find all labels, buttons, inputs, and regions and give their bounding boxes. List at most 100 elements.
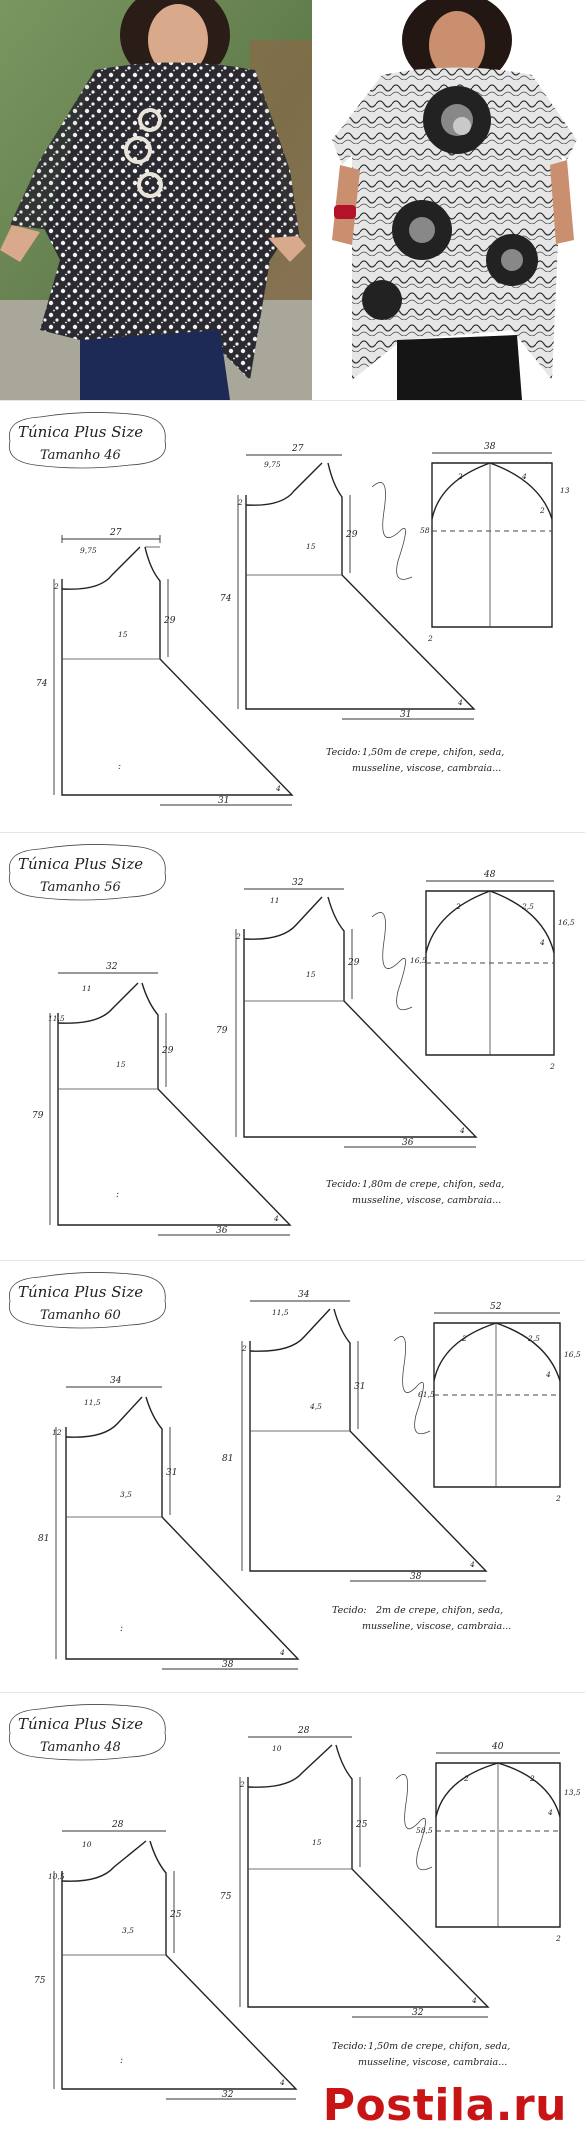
front-armhole: 15 — [116, 1060, 126, 1069]
sleeve-mark-2: 2 — [529, 1774, 535, 1783]
front-fold: : — [116, 1190, 119, 1200]
back-corner: 4 — [471, 1996, 477, 2005]
pattern-panel-48: Túnica Plus Size Tamanho 48 28 10 10,5 3… — [0, 1692, 585, 2138]
panel-size: Tamanho 46 — [40, 448, 121, 463]
front-corner: 4 — [279, 2078, 285, 2087]
fabric-line-1: 1,80m de crepe, chifon, seda, — [362, 1179, 504, 1190]
signature — [395, 1774, 433, 1871]
fabric-line-2: musseline, viscose, cambraia... — [362, 1621, 511, 1632]
pattern-diagram: Túnica Plus Size Tamanho 46 27 9,75 2 15… — [8, 412, 570, 806]
signature — [393, 1336, 431, 1435]
fabric-line-1: 1,50m de crepe, chifon, seda, — [362, 747, 504, 758]
front-armhole: 3,5 — [122, 1926, 134, 1935]
front-piece: 34 11,5 12 3,5 31 81 38 4 : — [38, 1376, 300, 1670]
back-length: 81 — [222, 1454, 233, 1464]
front-shoulder: 12 — [52, 1428, 62, 1437]
sleeve-piece: 40 13,5 58,5 2 2 2 4 — [416, 1742, 581, 1943]
front-corner: 4 — [273, 1214, 279, 1223]
pattern-panel-56: Túnica Plus Size Tamanho 56 32 11 11,5 1… — [0, 832, 585, 1261]
fabric-label: Tecido: — [326, 747, 361, 758]
front-side: 31 — [166, 1468, 177, 1478]
front-length: 79 — [32, 1111, 44, 1121]
front-width: 28 — [111, 1820, 124, 1830]
back-length: 75 — [220, 1892, 232, 1902]
sleeve-piece: 38 13 58 2 2 4 2 — [420, 442, 570, 643]
back-hem: 38 — [410, 1572, 422, 1582]
sleeve-edge: 2 — [427, 634, 433, 643]
front-side: 25 — [169, 1910, 182, 1920]
sleeve-width: 48 — [483, 870, 496, 880]
sleeve-edge: 2 — [549, 1062, 555, 1071]
photo-left — [0, 0, 312, 400]
sleeve-width: 38 — [484, 442, 496, 452]
front-neck: 11,5 — [84, 1398, 101, 1407]
front-hem: 32 — [222, 2090, 234, 2100]
front-fold: : — [118, 762, 121, 772]
pattern-diagram: Túnica Plus Size Tamanho 56 32 11 11,5 1… — [8, 844, 575, 1236]
sleeve-cap: 16,5 — [558, 918, 575, 927]
sleeve-side: 58 — [420, 526, 430, 535]
watermark-logo: Postila.ru — [322, 2080, 567, 2131]
sleeve-mark-3: 4 — [545, 1370, 551, 1379]
back-armhole: 4,5 — [309, 1402, 322, 1411]
back-shoulder: 2 — [237, 498, 243, 507]
front-side: 29 — [161, 1046, 174, 1056]
sleeve-mark-1: 2 — [463, 1774, 469, 1783]
front-hem: 31 — [218, 796, 229, 806]
back-piece: 27 9,75 2 15 29 74 31 4 — [220, 444, 476, 720]
back-width: 28 — [297, 1726, 310, 1736]
back-neck: 11 — [270, 896, 280, 905]
fabric-line-2: musseline, viscose, cambraia... — [352, 763, 501, 774]
sleeve-width: 40 — [491, 1742, 504, 1752]
back-piece: 34 11,5 2 4,5 31 81 38 4 — [222, 1290, 488, 1582]
fabric-line-1: 1,50m de crepe, chifon, seda, — [368, 2041, 510, 2052]
sleeve-mark-3: 4 — [547, 1808, 553, 1817]
front-fold: : — [120, 1624, 123, 1634]
panel-title: Túnica Plus Size — [18, 1283, 143, 1301]
signature — [371, 482, 413, 580]
front-length: 81 — [38, 1534, 49, 1544]
back-armhole: 15 — [312, 1838, 322, 1847]
fabric-label: Tecido: — [332, 2041, 367, 2052]
front-corner: 4 — [279, 1648, 285, 1657]
front-width: 27 — [109, 528, 122, 538]
back-side: 29 — [345, 530, 358, 540]
back-shoulder: 2 — [235, 932, 241, 941]
back-shoulder: 2 — [241, 1344, 247, 1353]
back-armhole: 15 — [306, 542, 316, 551]
pattern-diagram: Túnica Plus Size Tamanho 60 34 11,5 12 3… — [8, 1272, 581, 1670]
front-armhole: 15 — [118, 630, 128, 639]
front-hem: 38 — [222, 1660, 234, 1670]
front-shoulder: 2 — [53, 582, 59, 591]
back-piece: 28 10 2 15 25 75 32 4 — [220, 1726, 490, 2018]
front-piece: 27 9,75 2 15 29 74 31 4 : — [36, 528, 294, 806]
fabric-line-2: musseline, viscose, cambraia... — [358, 2057, 507, 2068]
sleeve-piece: 48 16,5 16,5 2 2 2,5 4 — [410, 870, 575, 1071]
back-hem: 32 — [412, 2008, 424, 2018]
sleeve-width: 52 — [490, 1302, 502, 1312]
panel-size: Tamanho 48 — [40, 1740, 121, 1755]
panel-size: Tamanho 56 — [40, 880, 121, 895]
front-neck: 9,75 — [80, 546, 97, 555]
pattern-panel-60: Túnica Plus Size Tamanho 60 34 11,5 12 3… — [0, 1260, 585, 1693]
sleeve-edge: 2 — [555, 1494, 561, 1503]
back-armhole: 15 — [306, 970, 316, 979]
sleeve-cap: 16,5 — [564, 1350, 581, 1359]
back-shoulder: 2 — [239, 1780, 245, 1789]
back-neck: 10 — [272, 1744, 282, 1753]
front-neck: 11 — [82, 984, 92, 993]
sleeve-mark-3: 2 — [539, 506, 545, 515]
sleeve-mark-1: 2 — [461, 1334, 467, 1343]
sleeve-cap: 13 — [560, 486, 570, 495]
front-neck: 10 — [82, 1840, 92, 1849]
fabric-line-2: musseline, viscose, cambraia... — [352, 1195, 501, 1206]
panel-size: Tamanho 60 — [40, 1308, 121, 1323]
back-hem: 36 — [402, 1138, 414, 1148]
panel-title: Túnica Plus Size — [18, 855, 143, 873]
back-corner: 4 — [469, 1560, 475, 1569]
back-length: 79 — [216, 1026, 228, 1036]
sleeve-side: 61,5 — [418, 1390, 435, 1399]
sleeve-piece: 52 16,5 61,5 2 2 2,5 4 — [418, 1302, 581, 1503]
sleeve-edge: 2 — [555, 1934, 561, 1943]
sleeve-mark-1: 2 — [455, 902, 461, 911]
